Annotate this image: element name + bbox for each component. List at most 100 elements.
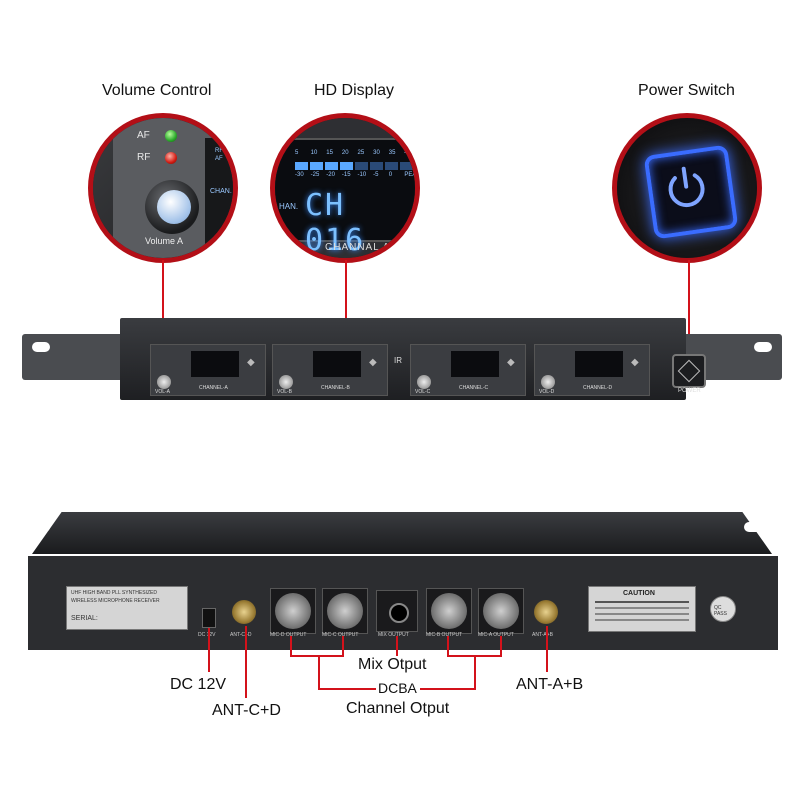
channel-module-a: VOL-A CHANNEL-A ◆ (150, 344, 266, 396)
label-mix-output: Mix Otput (358, 656, 427, 673)
bnc-connector-icon[interactable] (534, 600, 558, 624)
arrow-icon[interactable]: ◆ (369, 357, 377, 368)
vol-label: VOL-D (539, 389, 555, 395)
display-scale-top-tick: 15 (326, 150, 333, 156)
channel-label: CHANNEL-B (321, 385, 350, 391)
xlr-b[interactable] (426, 588, 472, 634)
caution-sticker: CAUTION (588, 586, 696, 632)
xlr-icon (483, 593, 519, 629)
front-panel: VOL-A CHANNEL-A ◆ VOL-B CHANNEL-B ◆ IR V… (22, 318, 782, 402)
caution-rule (595, 601, 689, 603)
dcba-left (318, 688, 376, 690)
side-rf-label: RF (215, 148, 223, 154)
xlr-c[interactable] (322, 588, 368, 634)
channel-display (191, 351, 239, 377)
bracket-d (290, 636, 292, 656)
volume-knob-label: Volume A (145, 236, 184, 246)
display-scale-bottom-tick: -25 (310, 172, 320, 178)
dc-jack[interactable] (202, 608, 216, 628)
xlr-icon (327, 593, 363, 629)
mix-output-jack[interactable] (376, 590, 418, 632)
rack-slot-icon (744, 522, 762, 532)
rf-led-icon (165, 152, 177, 164)
vol-label: VOL-B (277, 389, 293, 395)
connector-mix (396, 636, 398, 656)
display-scale-top-tick: 20 (341, 150, 349, 156)
display-scale-top-tick: 30 (373, 150, 380, 156)
callout-hd-display: HD Display (314, 82, 395, 99)
mic-b-label: MIC-B OUTPUT (426, 632, 463, 638)
display-scale-top-tick: 35 (388, 150, 396, 156)
jack-icon (389, 603, 409, 623)
side-chan-label: CHAN. (210, 188, 232, 195)
volume-knob[interactable] (279, 375, 293, 389)
arrow-icon[interactable]: ◆ (507, 357, 515, 368)
sticker-line2: WIRELESS MICROPHONE RECEIVER (71, 598, 160, 604)
channel-module-b: VOL-B CHANNEL-B ◆ (272, 344, 388, 396)
channel-display (575, 351, 623, 377)
xlr-a[interactable] (478, 588, 524, 634)
volume-knob[interactable] (417, 375, 431, 389)
volume-knob[interactable] (157, 190, 191, 224)
caution-title: CAUTION (623, 590, 655, 597)
label-ant-cd: ANT-C+D (212, 702, 281, 719)
qc-pass-label: QC PASS (714, 605, 727, 617)
sticker-line1: UHF HIGH BAND PLL SYNTHESIZED (71, 590, 157, 596)
channel-display (313, 351, 361, 377)
volume-knob[interactable] (157, 375, 171, 389)
display-scale-bottom-tick: -10 (357, 172, 367, 178)
channel-label: CHANNEL-A (199, 385, 228, 391)
power-button[interactable] (643, 144, 739, 240)
ant-cd-rear-label: ANT-C+D (230, 632, 252, 638)
display-scale-bottom-tick: 0 (388, 172, 393, 178)
channel-label: CHANNEL-C (459, 385, 489, 391)
rack-slot-icon (754, 342, 772, 352)
connector-display (345, 260, 347, 362)
zoom-volume-control: AF RF Volume A RF AF CHAN. (88, 113, 238, 263)
display-scale-bottom-tick: -20 (326, 172, 335, 178)
label-channel-output: Channel Otput (346, 700, 450, 717)
label-ant-ab: ANT-A+B (516, 676, 584, 693)
af-label: AF (137, 130, 150, 141)
channel-display (451, 351, 499, 377)
front-power-button[interactable] (672, 354, 706, 388)
label-dcba: DCBA (378, 680, 417, 696)
display-scale-bottom-tick: PEAK (404, 172, 420, 178)
arrow-icon[interactable]: ◆ (247, 357, 255, 368)
arrow-icon[interactable]: ◆ (631, 357, 639, 368)
caution-rule (595, 607, 689, 609)
dc-jack-label: DC 12V (198, 632, 216, 638)
display-scale-bottom-tick: -15 (341, 172, 351, 178)
xlr-icon (275, 593, 311, 629)
power-label: POWER (678, 388, 701, 394)
display-chan-prefix: HAN. (279, 202, 299, 211)
display-scale-bottom-tick: -30 (295, 172, 304, 178)
volume-knob[interactable] (541, 375, 555, 389)
display-meter-bar (295, 162, 413, 170)
mic-d-label: MIC-D OUTPUT (270, 632, 307, 638)
rack-slot-icon (32, 342, 50, 352)
channel-module-d: VOL-D CHANNEL-D ◆ (534, 344, 650, 396)
display-scale-top-tick: 40 (404, 150, 412, 156)
mix-label: MIX OUTPUT (378, 632, 409, 638)
ant-ab-rear-label: ANT-A+B (532, 632, 553, 638)
xlr-d[interactable] (270, 588, 316, 634)
mic-c-label: MIC-C OUTPUT (322, 632, 359, 638)
bracket-b (447, 636, 449, 656)
display-scale-bottom: -30 -25 -20 -15 -10 -5 0 PEAK (295, 172, 420, 182)
bracket-c (342, 636, 344, 656)
zoom-power-switch (612, 113, 762, 263)
caution-rule (595, 613, 689, 615)
display-scale-bottom-tick: -5 (373, 172, 379, 178)
bnc-connector-icon[interactable] (232, 600, 256, 624)
power-icon (677, 359, 701, 383)
vol-label: VOL-A (155, 389, 171, 395)
serial-sticker: UHF HIGH BAND PLL SYNTHESIZED WIRELESS M… (66, 586, 188, 630)
display-scale-top-tick: 25 (357, 150, 365, 156)
dcba-right (420, 688, 476, 690)
ir-label: IR (394, 356, 402, 365)
qc-pass-badge: QC PASS (710, 596, 736, 622)
connector-volume (162, 260, 164, 368)
